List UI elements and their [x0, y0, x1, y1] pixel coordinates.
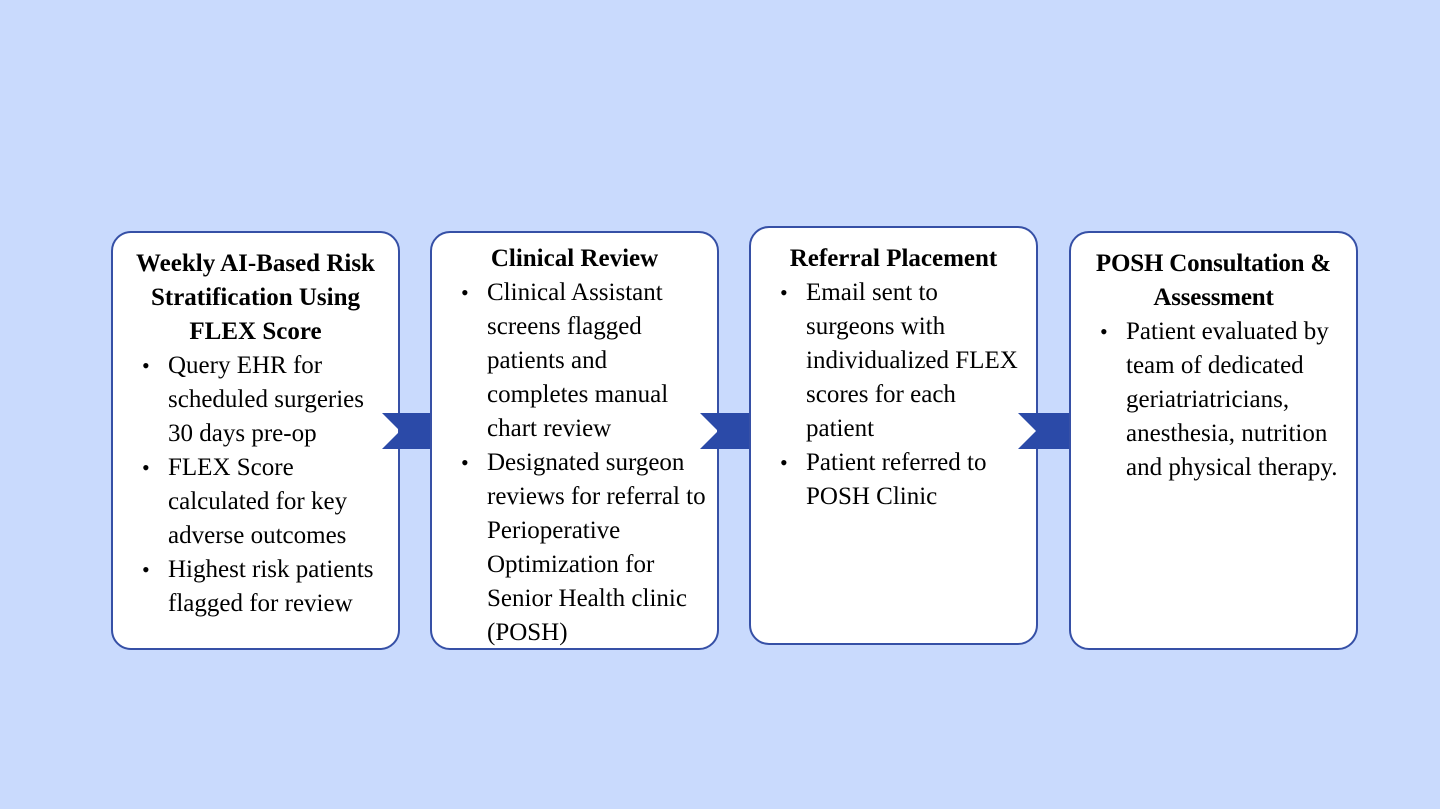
step-title: Referral Placement	[789, 245, 998, 272]
step-title: Weekly AI-Based Risk Stratification Usin…	[136, 250, 375, 345]
step-card-posh-consultation: POSH Consultation & Assessment • Patient …	[1069, 231, 1358, 650]
step-bullet-list: • Clinical Assistant screens flagged pati…	[442, 276, 707, 648]
list-item-text: Query EHR for scheduled surgeries 30 day…	[168, 352, 365, 447]
list-item: • Designated surgeon reviews for referral…	[442, 446, 707, 648]
list-item: • Query EHR for scheduled surgeries 30 da…	[123, 349, 388, 451]
bullet-icon: •	[461, 280, 469, 305]
bullet-icon: •	[142, 557, 150, 582]
step-card-clinical-review: Clinical Review • Clinical Assistant scre…	[430, 231, 719, 650]
list-item-text: FLEX Score calculated for key adverse ou…	[168, 454, 348, 549]
step-bullet-list: • Query EHR for scheduled surgeries 30 da…	[123, 349, 388, 621]
step-bullet-list: • Email sent to surgeons with individuali…	[761, 276, 1026, 514]
list-item-text: Highest risk patients flagged for review	[168, 556, 374, 617]
list-item-text: Patient referred to POSH Clinic	[806, 449, 987, 510]
step-card-referral-placement: Referral Placement • Email sent to surgeo…	[749, 226, 1038, 645]
list-item: • Highest risk patients flagged for revie…	[123, 553, 388, 621]
step-title: POSH Consultation & Assessment	[1095, 250, 1332, 311]
list-item-text: Patient evaluated by team of dedicated g…	[1126, 318, 1338, 481]
list-item-text: Designated surgeon reviews for referral …	[487, 449, 706, 646]
bullet-icon: •	[461, 450, 469, 475]
bullet-icon: •	[780, 280, 788, 305]
list-item: • Patient referred to POSH Clinic	[761, 446, 1026, 514]
list-item: • Email sent to surgeons with individuali…	[761, 276, 1026, 446]
bullet-icon: •	[1100, 319, 1108, 344]
bullet-icon: •	[142, 455, 150, 480]
list-item: • Clinical Assistant screens flagged pati…	[442, 276, 707, 446]
bullet-icon: •	[780, 450, 788, 475]
step-bullet-list: • Patient evaluated by team of dedicated …	[1081, 315, 1346, 485]
step-card-risk-stratification: Weekly AI-Based Risk Stratification Usin…	[111, 231, 400, 650]
list-item-text: Clinical Assistant screens flagged patie…	[487, 279, 669, 442]
list-item: • FLEX Score calculated for key adverse o…	[123, 451, 388, 553]
list-item-text: Email sent to surgeons with individualiz…	[806, 279, 1018, 442]
step-title: Clinical Review	[490, 245, 659, 272]
list-item: • Patient evaluated by team of dedicated …	[1081, 315, 1346, 485]
bullet-icon: •	[142, 353, 150, 378]
